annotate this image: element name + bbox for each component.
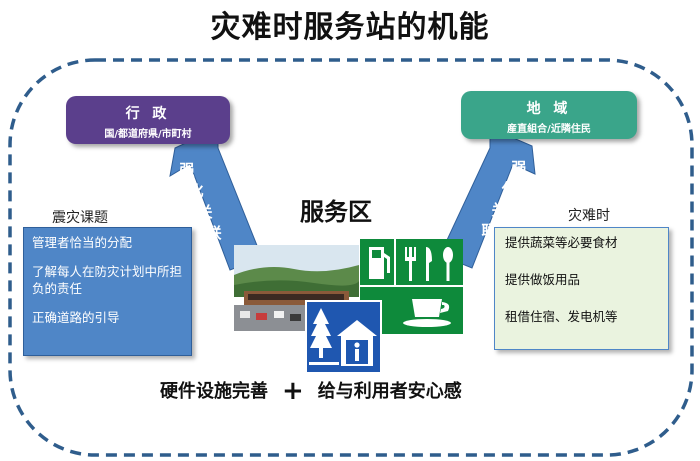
right-arrow-char: 联 [481, 222, 497, 240]
bottom-left-text: 硬件设施完善 [160, 381, 268, 402]
dashed-frame [8, 58, 694, 457]
left-arrow-char: 强 [179, 161, 195, 179]
disaster-label: 灾难时 [568, 208, 610, 224]
disaster-item: 提供蔬菜等必要食材 [505, 235, 618, 250]
region-title: 地 域 [526, 101, 572, 117]
government-box: 行 政 国/都道府県/市町村 [66, 96, 230, 144]
rest-area-icons [309, 308, 377, 366]
plus-sign: + [282, 376, 304, 406]
issue-item: 了解每人在防灾计划中所担负的责任 [32, 264, 183, 296]
page-title: 灾难时服务站的机能 [210, 10, 490, 45]
cafe-icon [403, 299, 451, 327]
info-house-icon [337, 320, 377, 366]
left-arrow-char: 联 [206, 224, 222, 242]
service-area-label: 服务区 [300, 198, 372, 226]
left-arrow-char: 关 [197, 203, 213, 221]
right-arrow-char: 关 [491, 201, 507, 219]
bottom-caption: 硬件设施完善 + 给与利用者安心感 [160, 376, 462, 406]
issue-item: 管理者恰当的分配 [32, 235, 133, 250]
right-arrow-char: 强 [511, 159, 527, 177]
tree-icon [310, 308, 332, 358]
region-subtitle: 産直組合/近隣住民 [507, 124, 591, 135]
fuel-pump-icon [369, 247, 390, 279]
issues-label: 震灾课题 [52, 210, 108, 226]
disaster-item: 提供做饭用品 [505, 272, 581, 287]
left-arrow-char: 化 [188, 182, 204, 200]
bottom-right-text: 给与利用者安心感 [317, 381, 462, 402]
government-subtitle: 国/都道府県/市町村 [104, 129, 192, 140]
disaster-box: 提供蔬菜等必要食材 提供做饭用品 租借住宿、发电机等 [494, 227, 669, 350]
rest-area-sign [305, 300, 382, 374]
issue-item: 正确道路的引导 [32, 310, 120, 325]
restaurant-icon [405, 247, 453, 281]
region-box: 地 域 産直組合/近隣住民 [461, 91, 637, 139]
government-title: 行 政 [125, 106, 171, 122]
facility-icons [360, 239, 463, 327]
issues-box: 管理者恰当的分配 了解每人在防灾计划中所担负的责任 正确道路的引导 [23, 227, 192, 356]
right-arrow-char: 化 [501, 180, 517, 198]
disaster-item: 租借住宿、发电机等 [505, 309, 618, 324]
